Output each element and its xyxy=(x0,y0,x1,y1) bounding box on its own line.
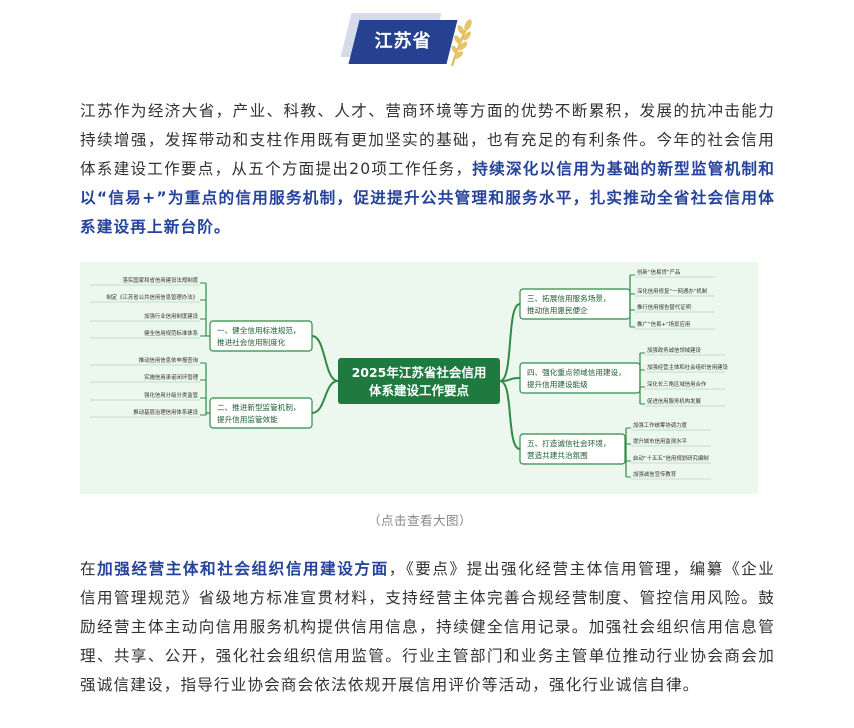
mindmap-branch-5-leaf-4: 加强诚信宣传教育 xyxy=(633,470,677,478)
mindmap-center-line-1: 2025年江苏省社会信用 xyxy=(352,365,487,380)
intro-text: 江苏作为经济大省，产业、科教、人才、营商环境等方面的优势不断累积，发展的抗冲击能… xyxy=(80,102,775,178)
section-highlight: 加强经营主体和社会组织信用建设方面 xyxy=(97,560,389,578)
mindmap-branch-3-title-1: 三、拓展信用服务场景， xyxy=(527,293,611,303)
mindmap-connector-4 xyxy=(499,377,521,382)
mindmap-branch-5-leaf-3: 启动“十五五”信用规划研究编制 xyxy=(633,454,709,462)
mindmap-branch-4-title-1: 四、强化重点领域信用建设， xyxy=(527,367,626,377)
mindmap-branch-4-leaf-1: 加强政务诚信领域建设 xyxy=(647,346,702,354)
mindmap-branch-4-leaf-4: 促进信用服务机构发展 xyxy=(647,397,702,405)
mindmap-branch-1-leaf-1: 落实国家和省信用建设法规制度 xyxy=(123,276,199,284)
mindmap-branch-3-leaf-1: 创新“信易贷”产品 xyxy=(637,268,680,276)
section-paragraph: 在加强经营主体和社会组织信用建设方面，《要点》提出强化经营主体信用管理，编纂《企… xyxy=(80,555,775,700)
image-caption[interactable]: （点击查看大图） xyxy=(367,513,472,528)
mindmap-branch-3-leaf-4: 推广“信易+”场景应用 xyxy=(637,320,690,328)
mindmap-connector-2 xyxy=(311,380,339,414)
mindmap-branch-1-leaf-3: 加强行业信用制度建设 xyxy=(144,312,199,320)
mindmap-branch-2-leaf-4: 推动基层治理信用体系建设 xyxy=(133,408,198,416)
mindmap-branch-3-leaf-3: 推行信用报告替代证明 xyxy=(637,303,691,311)
mindmap-branch-3-leaf-2: 深化信用修复“一网通办”机制 xyxy=(637,287,707,295)
section-header: 江苏省 xyxy=(0,0,854,80)
mindmap-connector-5 xyxy=(499,380,521,450)
mindmap-branch-2-title-2: 提升信用监管效能 xyxy=(217,414,278,424)
section-text: ，《要点》提出强化经营主体信用管理，编纂《企业信用管理规范》省级地方标准宣贯材料… xyxy=(80,560,775,694)
mindmap-branch-4-leaf-3: 深化长三角区域信用合作 xyxy=(647,380,707,388)
wheat-icon xyxy=(451,19,472,67)
intro-paragraph: 江苏作为经济大省，产业、科教、人才、营商环境等方面的优势不断累积，发展的抗冲击能… xyxy=(80,97,775,242)
mindmap-branch-5-leaf-1: 加强工作统筹协调力度 xyxy=(633,421,688,429)
mindmap-branch-3-title-2: 推动信用惠民便企 xyxy=(527,305,588,315)
mindmap-branch-5-title-2: 营造共建共治氛围 xyxy=(527,450,588,460)
intro-highlight: 持续深化以信用为基础的新型监管机制和以“信易+”为重点的信用服务机制，促进提升公… xyxy=(80,160,775,236)
mindmap-branch-1-leaf-2: 制定《江苏省公共信用信息管理办法》 xyxy=(106,293,198,301)
mindmap-branch-1-leaf-4: 健全信用规范标准体系 xyxy=(144,329,199,337)
mindmap-branch-2-leaf-2: 实施信用承诺闭环管理 xyxy=(144,373,199,381)
mindmap-center-box xyxy=(338,358,500,404)
mindmap-connector-1 xyxy=(311,335,339,382)
section-lead: 在 xyxy=(80,560,98,578)
mindmap-branch-2-title-1: 二、推进新型监管机制， xyxy=(217,402,301,412)
mindmap-branch-5-leaf-2: 提升城市信用监测水平 xyxy=(633,437,688,445)
mindmap-connector-3 xyxy=(499,303,521,382)
mindmap-branch-4-leaf-2: 加强经营主体和社会组织信用建设 xyxy=(647,363,728,371)
mindmap-branch-2-leaf-3: 强化信用分级分类监管 xyxy=(144,391,199,399)
mindmap-branch-5-title-1: 五、打造诚信社会环境， xyxy=(527,438,611,448)
mindmap-branch-2-leaf-1: 推动信用信息依申报查询 xyxy=(139,356,199,364)
mindmap-center-line-2: 体系建设工作要点 xyxy=(369,383,470,398)
province-title: 江苏省 xyxy=(374,31,432,52)
mindmap-image[interactable]: 2025年江苏省社会信用体系建设工作要点 一、健全信用标准规范， 推进社会信用制度化… xyxy=(80,262,758,494)
mindmap-branch-1-title-1: 一、健全信用标准规范， xyxy=(217,325,301,335)
mindmap-branch-4-title-2: 提升信用建设能级 xyxy=(527,379,588,389)
mindmap-branch-1-title-2: 推进社会信用制度化 xyxy=(217,337,286,347)
